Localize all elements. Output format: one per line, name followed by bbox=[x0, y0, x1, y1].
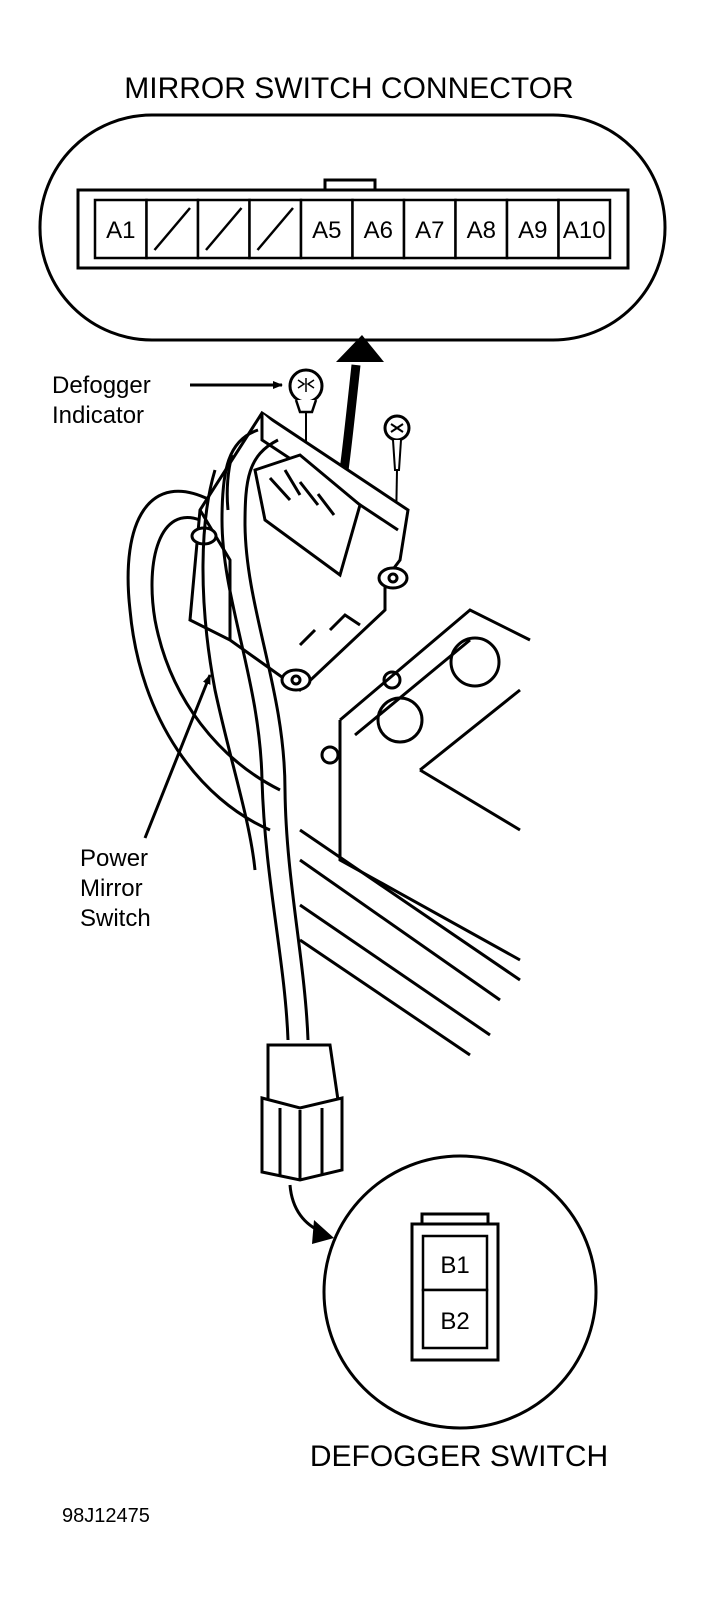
defogger-switch-title: DEFOGGER SWITCH bbox=[310, 1440, 608, 1473]
connector-pin-label: A9 bbox=[518, 217, 547, 244]
connector-pin-label: A10 bbox=[563, 217, 606, 244]
power-mirror-switch-leader bbox=[143, 674, 212, 839]
connector-pin-cell bbox=[299, 198, 354, 260]
unused-pin-slash bbox=[153, 207, 191, 251]
connector-pin-cell bbox=[454, 198, 509, 260]
connector-pin-label: A5 bbox=[312, 217, 341, 244]
wire-harness bbox=[201, 428, 310, 1041]
connector-pin-cell bbox=[557, 198, 612, 260]
defogger-pin-b1-label: B1 bbox=[440, 1252, 469, 1279]
mirror-switch-connector-callout: A1 A5 A6 A7 A8 A9 A10 bbox=[38, 113, 667, 342]
defogger-pin-b2 bbox=[421, 1288, 489, 1350]
connector-pin-cell bbox=[351, 198, 406, 260]
mirror-switch-connector-title: MIRROR SWITCH CONNECTOR bbox=[124, 72, 573, 105]
defogger-indicator-label: Defogger Indicator bbox=[52, 372, 157, 429]
connector-pin-cell bbox=[505, 198, 560, 260]
unused-pin-slash bbox=[205, 207, 243, 251]
figure-id: 98J12475 bbox=[62, 1505, 150, 1527]
dashboard-panel bbox=[126, 489, 531, 1057]
power-mirror-switch-body bbox=[188, 410, 410, 692]
power-mirror-switch-label: Power Mirror Switch bbox=[80, 845, 155, 932]
defogger-pin-b2-label: B2 bbox=[440, 1308, 469, 1335]
connector-pin-label: A6 bbox=[364, 217, 393, 244]
connector-pin-label: A8 bbox=[467, 217, 496, 244]
connector-pin-label: A1 bbox=[106, 217, 135, 244]
defogger-switch-plug bbox=[260, 1043, 344, 1182]
connector-pin-label: A7 bbox=[415, 217, 444, 244]
defogger-switch-callout: B1 B2 bbox=[322, 1154, 598, 1430]
connector-pin-row: A1 A5 A6 A7 A8 A9 A10 bbox=[93, 198, 612, 260]
unused-pin-slash bbox=[256, 207, 294, 251]
defogger-switch-arrow bbox=[288, 1184, 334, 1244]
